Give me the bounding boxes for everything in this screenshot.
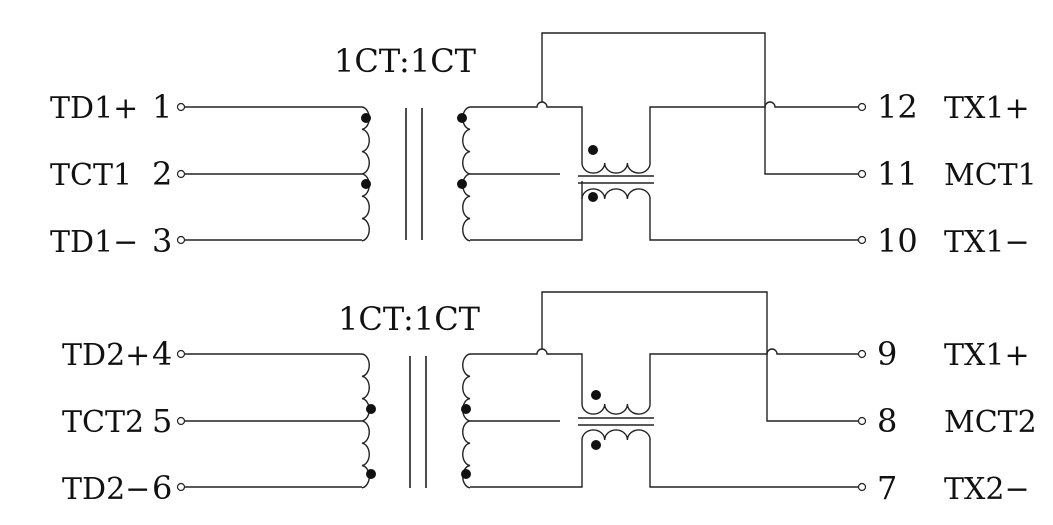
channel-1: 1CT:1CT TD1+ 1 TCT1 2 TD1− 3 [50, 32, 1037, 260]
pin-terminal [176, 235, 186, 245]
polarity-dot [457, 113, 467, 123]
pin-number-11: 11 [877, 155, 918, 193]
polarity-dot [588, 145, 598, 155]
pin-name-mct2: MCT2 [944, 405, 1037, 440]
wire [541, 32, 858, 175]
transformer-ratio-label: 1CT:1CT [338, 300, 481, 338]
polarity-dot [461, 469, 471, 479]
pin-name-td2-plus: TD2+ [62, 338, 150, 373]
polarity-dot [461, 404, 471, 414]
wire [541, 291, 858, 422]
wire [470, 348, 583, 404]
pin-terminal [857, 169, 867, 179]
primary-coil [361, 353, 370, 489]
choke-coil-lower [581, 429, 651, 441]
polarity-dot [591, 390, 601, 400]
pin-name-mct1: MCT1 [944, 158, 1037, 193]
transformer-ratio-label: 1CT:1CT [334, 42, 477, 80]
pin-terminal [857, 416, 867, 426]
wire [649, 101, 858, 163]
pin-name-tct1: TCT1 [50, 158, 132, 193]
pin-terminal [176, 416, 186, 426]
pin-terminal [176, 349, 186, 359]
pin-name-tx2-minus: TX2− [944, 472, 1030, 507]
pin-number-6: 6 [152, 469, 172, 507]
channel-2: 1CT:1CT TD2+ 4 TCT2 5 TD2− 6 [62, 291, 1037, 507]
wire [649, 348, 858, 404]
polarity-dot [361, 113, 371, 123]
secondary-coil [462, 353, 471, 489]
pin-terminal [857, 102, 867, 112]
pin-number-9: 9 [877, 335, 897, 373]
polarity-dot [588, 192, 598, 202]
secondary-coil [462, 106, 471, 242]
polarity-dot [457, 179, 467, 189]
pin-number-12: 12 [877, 88, 918, 126]
pin-number-3: 3 [152, 222, 172, 260]
pin-name-tx1-plus: TX1+ [944, 91, 1030, 126]
pin-name-tx1-minus: TX1− [944, 225, 1030, 260]
wire [649, 199, 858, 241]
wire [470, 181, 583, 241]
polarity-dot [361, 179, 371, 189]
pin-name-tct2: TCT2 [62, 405, 144, 440]
polarity-dot [591, 440, 601, 450]
polarity-dot [366, 404, 376, 414]
pin-name-td1-plus: TD1+ [50, 91, 138, 126]
primary-coil [361, 106, 370, 242]
pin-terminal [176, 482, 186, 492]
pin-terminal [857, 482, 867, 492]
pin-number-10: 10 [877, 222, 918, 260]
pin-name-td2-minus: TD2− [62, 472, 150, 507]
wire [649, 440, 858, 488]
wire [470, 101, 583, 163]
pin-terminal [176, 169, 186, 179]
polarity-dot [366, 469, 376, 479]
choke-coil-upper [581, 162, 651, 174]
pin-name-tx1-plus-2: TX1+ [944, 338, 1030, 373]
wire [470, 440, 583, 488]
pin-number-5: 5 [152, 402, 172, 440]
pin-terminal [857, 235, 867, 245]
pin-number-1: 1 [152, 88, 172, 126]
choke-coil-lower [581, 188, 651, 200]
choke-coil-upper [581, 403, 651, 415]
pin-terminal [857, 349, 867, 359]
pin-name-td1-minus: TD1− [50, 225, 138, 260]
pin-number-2: 2 [152, 155, 172, 193]
pin-number-7: 7 [877, 469, 897, 507]
pin-number-8: 8 [877, 402, 897, 440]
pin-terminal [176, 102, 186, 112]
pin-number-4: 4 [152, 335, 172, 373]
